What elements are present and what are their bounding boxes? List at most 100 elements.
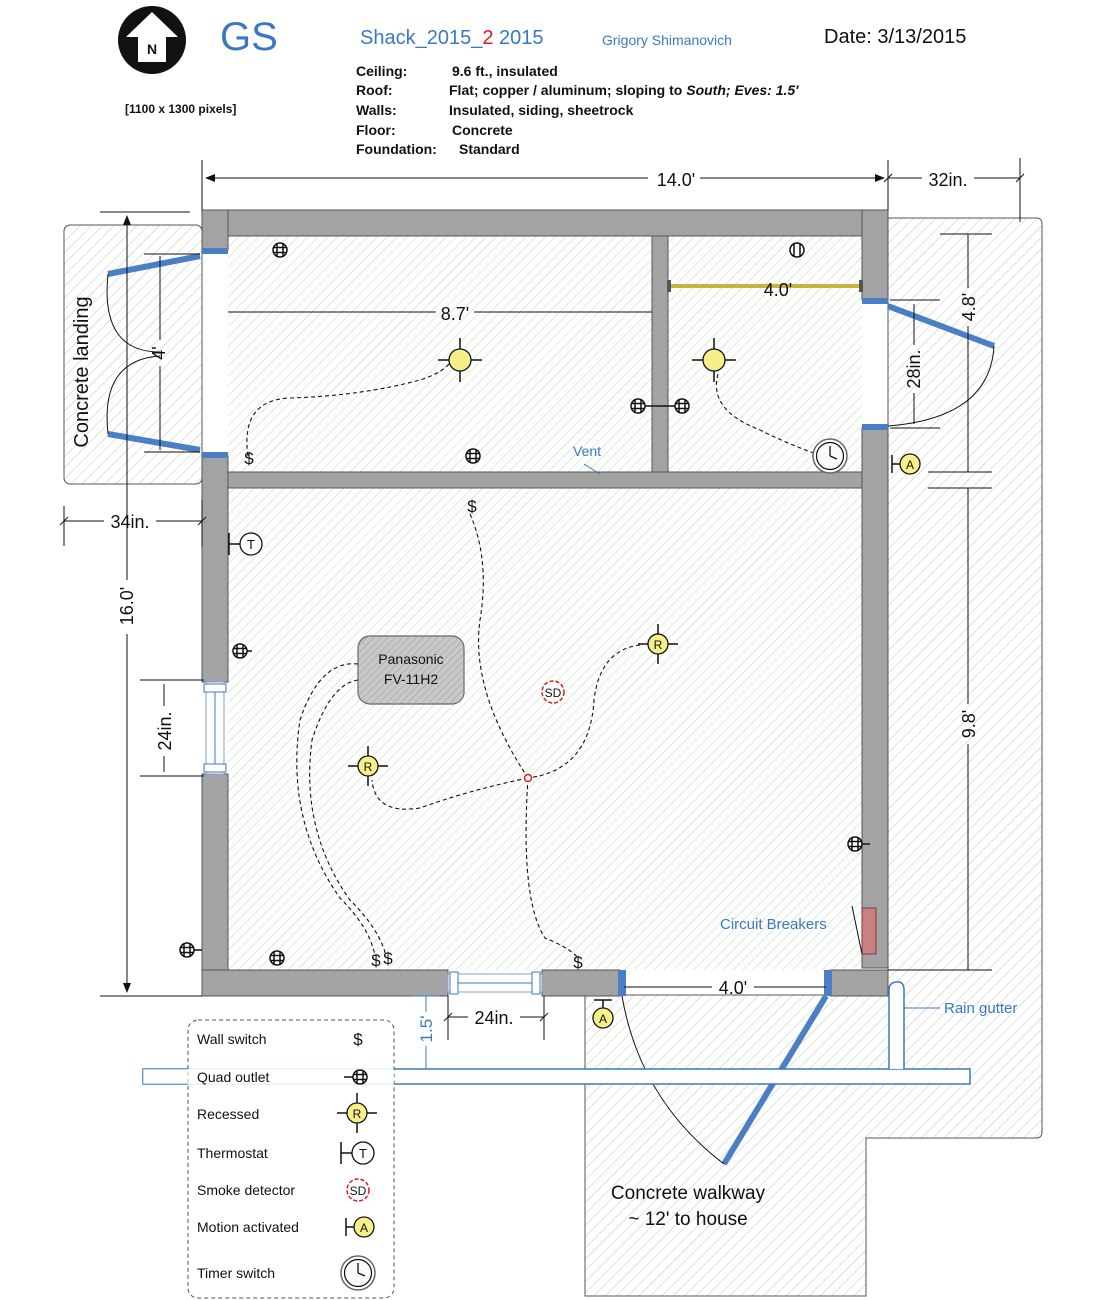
motion-light-icon: A [891, 453, 921, 475]
legend-label: Recessed [197, 1106, 259, 1122]
door-right [886, 303, 996, 427]
svg-text:T: T [359, 1146, 367, 1161]
spec-value: Concrete [452, 122, 513, 138]
circuit-breaker-panel [861, 907, 877, 955]
dim-overall-width: 14.0' [201, 160, 889, 210]
circuit-breakers-label: Circuit Breakers [720, 916, 827, 933]
dim-window-left: 24in. [140, 679, 204, 777]
svg-text:24in.: 24in. [155, 711, 175, 750]
wall-switch-icon: $ [371, 951, 381, 970]
svg-text:R: R [654, 638, 663, 652]
legend-label: Thermostat [197, 1145, 268, 1161]
concrete-walkway [584, 217, 1043, 1297]
legend-label: Timer switch [197, 1265, 275, 1281]
recessed-light-icon: R [347, 745, 389, 787]
quad-outlet-icon [179, 942, 195, 958]
dim-bottom-door: 4.0' [624, 978, 826, 998]
svg-text:34in.: 34in. [110, 512, 149, 532]
legend-label: Quad outlet [197, 1069, 269, 1085]
north-letter: N [147, 41, 157, 57]
vent-label: Vent [573, 443, 601, 459]
gutter-label: Rain gutter [944, 1000, 1017, 1017]
svg-text:4': 4' [149, 346, 169, 359]
dim-left-gap: 34in. [59, 500, 207, 546]
svg-text:14.0': 14.0' [657, 170, 695, 190]
wall-switch-icon: $ [467, 497, 477, 516]
quad-outlet-icon [269, 950, 285, 966]
thermostat-icon: T [340, 1141, 375, 1165]
svg-text:SD: SD [545, 686, 562, 700]
size-note: [1100 x 1300 pixels] [125, 102, 236, 116]
wall-switch-icon: $ [244, 449, 254, 468]
dim-room-width: 8.7' [228, 304, 652, 324]
dim-overall-height: 16.0' [100, 211, 202, 997]
spec-label: Roof: [356, 82, 393, 98]
door-left-double [106, 253, 201, 453]
date-label: Date: 3/13/2015 [824, 26, 966, 48]
legend: Wall switch $ Quad outlet Recessed R The… [143, 1019, 395, 1299]
dim-upper-right: 4.8' [928, 233, 992, 473]
quad-outlet-icon [232, 643, 248, 659]
spec-value: Standard [459, 141, 520, 157]
svg-text:R: R [364, 760, 373, 774]
spec-value: Insulated, siding, sheetrock [449, 102, 634, 118]
svg-text:SD: SD [350, 1184, 367, 1198]
motion-light-icon: A [592, 999, 614, 1029]
walls [201, 209, 889, 997]
svg-text:A: A [906, 458, 914, 472]
specs-block: Ceiling: 9.6 ft., insulated Roof: Flat; … [356, 63, 799, 157]
vent-fan: Panasonic FV-11H2 [357, 635, 465, 705]
svg-text:16.0': 16.0' [117, 587, 137, 625]
legend-label: Motion activated [197, 1219, 299, 1235]
room-closet [668, 236, 862, 472]
quad-outlet-icon [344, 1069, 368, 1085]
author-name: Grigory Shimanovich [602, 32, 732, 48]
svg-text:A: A [599, 1012, 607, 1026]
svg-text:4.0': 4.0' [719, 978, 747, 998]
dim-eave: 1.5' [412, 995, 440, 1074]
window-left [203, 681, 227, 775]
dim-closet-rod: 4.0' [764, 280, 792, 300]
wall-switch-icon: $ [573, 953, 583, 972]
quad-outlet-icon [789, 242, 805, 258]
junction-point [523, 773, 533, 783]
timer-switch-icon [812, 438, 848, 474]
svg-text:8.7': 8.7' [441, 304, 469, 324]
spec-value: Flat; copper / aluminum; sloping to Sout… [449, 82, 799, 98]
logo-initials: GS [220, 15, 278, 59]
legend-label: Smoke detector [197, 1182, 295, 1198]
svg-text:T: T [247, 537, 255, 552]
motion-light-icon: A [345, 1216, 375, 1238]
smoke-detector-icon: SD [541, 680, 565, 704]
timer-switch-icon [340, 1255, 376, 1291]
quad-outlet-icon [272, 242, 288, 258]
concrete-landing [63, 224, 203, 485]
thermostat-icon: T [228, 532, 263, 556]
window-bottom [447, 971, 543, 995]
room-main [228, 236, 652, 472]
dim-lower-right: 9.8' [888, 487, 992, 971]
svg-text:R: R [353, 1107, 362, 1121]
walkway-label: ~ 12' to house [628, 1209, 747, 1230]
svg-text:4.0': 4.0' [764, 280, 792, 300]
recessed-light-icon: R [336, 1092, 378, 1134]
dim-right-door: 28in. [890, 299, 940, 429]
fan-model-label: FV-11H2 [384, 671, 438, 687]
svg-text:9.8': 9.8' [959, 710, 979, 738]
closet-rod [667, 280, 863, 292]
quad-outlet-icon [847, 836, 863, 852]
wall-outlets-divider [630, 398, 690, 414]
svg-text:32in.: 32in. [928, 170, 967, 190]
landing-label: Concrete landing [71, 296, 93, 447]
spec-label: Walls: [356, 102, 397, 118]
legend-label: Wall switch [197, 1031, 267, 1047]
svg-text:24in.: 24in. [474, 1008, 513, 1028]
dim-right-gap: 32in. [883, 158, 1025, 222]
svg-text:1.5': 1.5' [417, 1016, 436, 1043]
svg-text:4.8': 4.8' [959, 293, 979, 321]
wall-switch-icon: $ [383, 949, 393, 968]
walkway-label: Concrete walkway [611, 1183, 766, 1204]
svg-text:28in.: 28in. [904, 349, 924, 388]
wall-switch-icon: $ [353, 1030, 363, 1049]
